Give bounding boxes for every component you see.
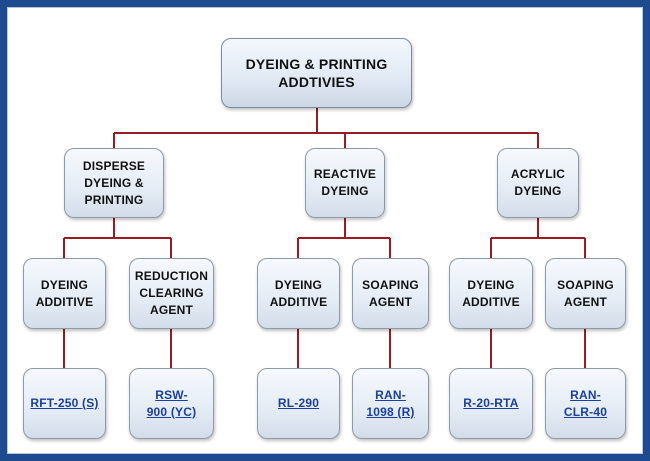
- subcategory-node: DYEING ADDITIVE: [449, 258, 533, 329]
- diagram-inner-border: [7, 7, 643, 454]
- product-link-rft-250[interactable]: RFT-250 (S): [30, 396, 99, 410]
- category-acrylic-label: ACRYLIC DYEING: [510, 167, 566, 198]
- subcategory-label: DYEING ADDITIVE: [462, 277, 520, 309]
- category-reactive-label: REACTIVE DYEING: [313, 167, 377, 198]
- subcategory-node: SOAPING AGENT: [352, 258, 429, 329]
- subcategory-node: DYEING ADDITIVE: [23, 258, 106, 329]
- product-link-ran-clr-40[interactable]: RAN- CLR-40: [563, 387, 608, 419]
- product-link-ran-1098[interactable]: RAN- 1098 (R): [366, 387, 415, 419]
- product-link-rl-290[interactable]: RL-290: [277, 396, 320, 410]
- subcategory-label: DYEING ADDITIVE: [269, 277, 328, 309]
- subcategory-label: REDUCTION CLEARING AGENT: [134, 269, 209, 317]
- subcategory-node: SOAPING AGENT: [545, 258, 626, 329]
- category-disperse-node: DISPERSE DYEING & PRINTING: [64, 148, 164, 218]
- product-link-r-20-rta[interactable]: R-20-RTA: [463, 396, 519, 410]
- subcategory-label: SOAPING AGENT: [557, 277, 614, 309]
- product-node: R-20-RTA: [449, 368, 533, 439]
- product-node: RAN- CLR-40: [545, 368, 626, 439]
- subcategory-node: DYEING ADDITIVE: [257, 258, 340, 329]
- root-label: DYEING & PRINTING ADDTIVIES: [245, 56, 388, 90]
- subcategory-node: REDUCTION CLEARING AGENT: [129, 258, 214, 329]
- subcategory-label: SOAPING AGENT: [362, 277, 419, 309]
- product-node: RL-290: [257, 368, 340, 439]
- product-node: RFT-250 (S): [23, 368, 106, 439]
- root-node: DYEING & PRINTING ADDTIVIES: [221, 38, 412, 108]
- category-disperse-label: DISPERSE DYEING & PRINTING: [82, 158, 146, 207]
- category-reactive-node: REACTIVE DYEING: [305, 148, 385, 218]
- product-link-rsw-900[interactable]: RSW- 900 (YC): [146, 387, 197, 419]
- product-node: RSW- 900 (YC): [129, 368, 214, 439]
- subcategory-label: DYEING ADDITIVE: [35, 277, 94, 309]
- category-acrylic-node: ACRYLIC DYEING: [497, 148, 579, 218]
- product-node: RAN- 1098 (R): [352, 368, 429, 439]
